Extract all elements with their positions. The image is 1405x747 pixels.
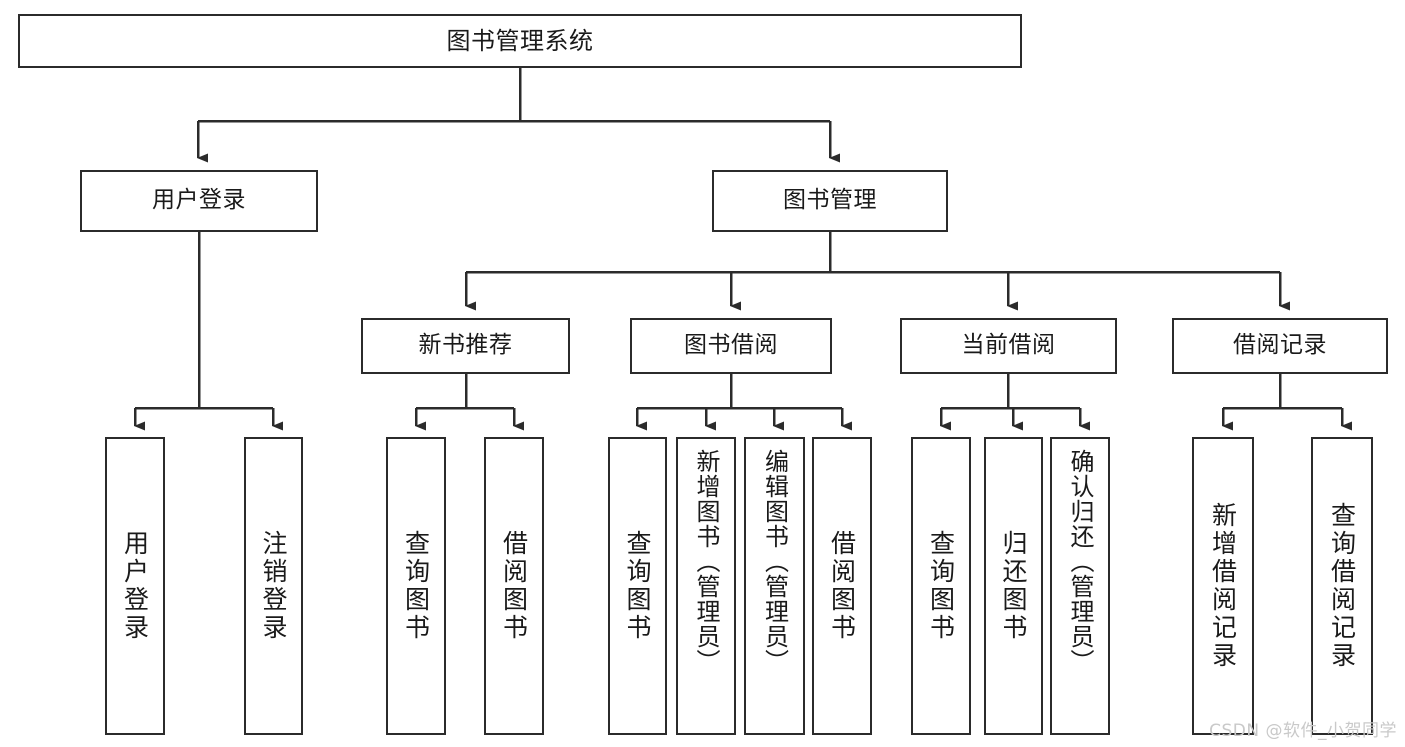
leaf-query-book-rec[interactable]: 查询图书 (386, 437, 446, 735)
node-label: 查询借阅记录 (1327, 502, 1357, 670)
node-label: 借阅图书 (827, 530, 857, 642)
node-label: 查询图书 (401, 530, 431, 642)
leaf-logout[interactable]: 注销登录 (244, 437, 303, 735)
node-label: 借阅图书 (499, 530, 529, 642)
leaf-add-book[interactable]: 新增图书（管理员） (676, 437, 736, 735)
node-label: 新书推荐 (418, 332, 513, 359)
node-label: 用户登录 (120, 530, 150, 642)
node-label: 查询图书 (623, 530, 652, 642)
node-label: 借阅记录 (1233, 332, 1327, 359)
node-label: 图书借阅 (684, 332, 778, 359)
node-label: 用户登录 (152, 187, 246, 214)
node-current-borrow[interactable]: 当前借阅 (900, 318, 1117, 374)
leaf-query-book-cur[interactable]: 查询图书 (911, 437, 971, 735)
node-label: 当前借阅 (961, 332, 1056, 359)
node-label: 新增图书（管理员） (692, 449, 720, 674)
node-user-login[interactable]: 用户登录 (80, 170, 318, 232)
leaf-query-record[interactable]: 查询借阅记录 (1311, 437, 1373, 735)
leaf-query-book-brw[interactable]: 查询图书 (608, 437, 667, 735)
node-new-book-recommend[interactable]: 新书推荐 (361, 318, 570, 374)
node-label: 图书管理系统 (446, 26, 594, 55)
leaf-borrow-book-rec[interactable]: 借阅图书 (484, 437, 544, 735)
node-root-system[interactable]: 图书管理系统 (18, 14, 1022, 68)
node-book-borrow[interactable]: 图书借阅 (630, 318, 832, 374)
node-label: 查询图书 (926, 530, 956, 642)
node-borrow-record[interactable]: 借阅记录 (1172, 318, 1388, 374)
node-label: 归还图书 (999, 530, 1028, 642)
node-label: 新增借阅记录 (1208, 502, 1238, 670)
leaf-return-book[interactable]: 归还图书 (984, 437, 1043, 735)
csdn-watermark: CSDN @软件_小贺同学 (1209, 721, 1397, 741)
leaf-confirm-return[interactable]: 确认归还（管理员） (1050, 437, 1110, 735)
node-label: 编辑图书（管理员） (760, 449, 789, 674)
node-book-management[interactable]: 图书管理 (712, 170, 948, 232)
node-label: 注销登录 (259, 530, 288, 642)
leaf-add-record[interactable]: 新增借阅记录 (1192, 437, 1254, 735)
node-label: 确认归还（管理员） (1066, 449, 1094, 674)
node-label: 图书管理 (783, 187, 877, 214)
leaf-user-login[interactable]: 用户登录 (105, 437, 165, 735)
leaf-borrow-book-brw[interactable]: 借阅图书 (812, 437, 872, 735)
leaf-edit-book[interactable]: 编辑图书（管理员） (744, 437, 805, 735)
